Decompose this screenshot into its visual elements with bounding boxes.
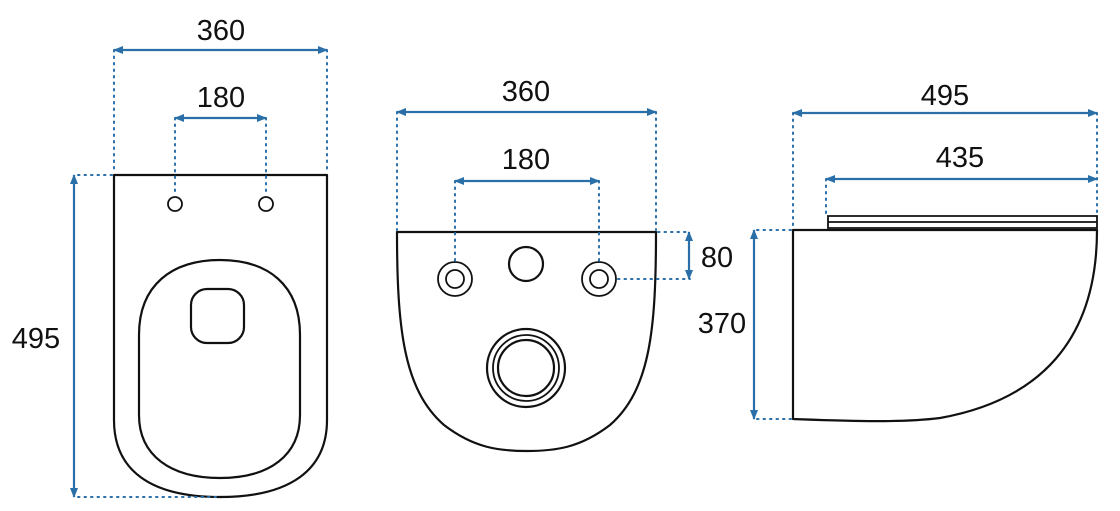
rear-view-bolt-ring-right-outer <box>581 261 617 297</box>
rear-view-bowl-outline <box>395 230 658 453</box>
side-view: 495 435 370 <box>698 80 1099 423</box>
rear-view-width-label: 360 <box>502 76 550 108</box>
top-view-rim-outline <box>137 258 302 480</box>
side-view-seat-length-label: 435 <box>936 142 984 174</box>
side-view-seat-outline <box>827 215 1098 229</box>
top-view-width-label: 360 <box>197 15 245 47</box>
rear-view: 360 180 80 <box>395 76 733 453</box>
top-view-length-label: 495 <box>12 323 60 355</box>
top-view-bowl-outline <box>112 173 329 499</box>
side-view-height-label: 370 <box>698 308 746 340</box>
rear-view-bolt-ring-right-inner <box>589 269 609 289</box>
rear-view-outlet-mid <box>492 334 560 402</box>
top-view-bolt-hole-left <box>167 196 183 212</box>
side-view-bowl-outline <box>791 228 1099 423</box>
top-view: 360 180 495 <box>12 15 329 499</box>
rear-view-outlet-outer <box>485 327 567 409</box>
rear-view-bolt-ring-left-inner <box>445 269 465 289</box>
rear-view-outlet-inner <box>496 338 556 398</box>
rear-view-bolt-height-label: 80 <box>701 242 733 274</box>
rear-view-bolt-ring-left-outer <box>437 261 473 297</box>
top-view-flush-inlet <box>189 287 246 345</box>
rear-view-flush-inlet <box>507 245 545 283</box>
rear-view-bolt-spacing-label: 180 <box>502 144 550 176</box>
top-view-bolt-hole-right <box>258 196 274 212</box>
side-view-length-label: 495 <box>921 80 969 112</box>
top-view-bolt-spacing-label: 180 <box>197 82 245 114</box>
